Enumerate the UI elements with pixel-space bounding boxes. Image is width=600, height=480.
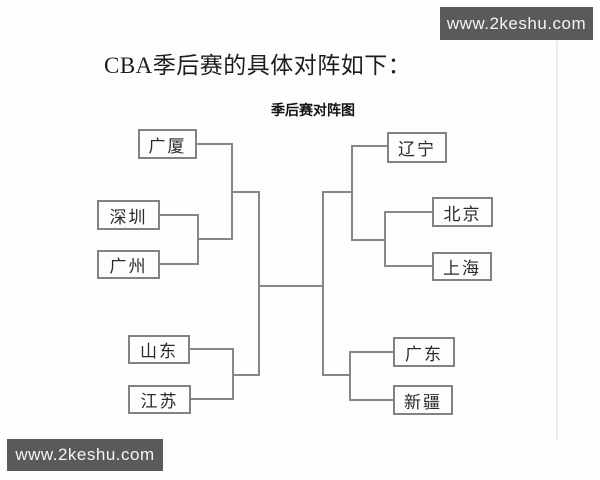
connector-right-pair1-mid [351, 239, 386, 241]
connector-left-pair2-mid [232, 374, 260, 376]
connector-right-pair2-mid [322, 374, 351, 376]
team-box-guangzhou: 广州 [97, 250, 160, 279]
page-edge-line [556, 41, 558, 440]
team-box-guangsha: 广厦 [138, 129, 197, 159]
connector-left-pair1-mid [197, 238, 233, 240]
team-box-jiangsu: 江苏 [128, 385, 191, 414]
connector-shanghai-in [384, 265, 432, 267]
team-box-shenzhen: 深圳 [97, 200, 160, 230]
connector-liaoning-in [351, 145, 387, 147]
connector-xinjiang-in [349, 399, 393, 401]
connector-guangdong-in [349, 351, 393, 353]
connector-right-qf-mid [322, 191, 353, 193]
connector-right-sf-vertical [322, 191, 324, 376]
connector-final [258, 285, 324, 287]
team-box-guangdong: 广东 [393, 337, 455, 367]
connector-guangdong-xinjiang-vertical [349, 351, 351, 401]
team-box-shandong: 山东 [128, 335, 190, 364]
connector-right-qf-vertical [351, 145, 353, 241]
connector-shandong-out [190, 348, 234, 350]
watermark-bottom-left: www.2keshu.com [7, 439, 163, 471]
connector-shenzhen-out [160, 214, 199, 216]
team-box-xinjiang: 新疆 [393, 385, 453, 415]
connector-guangzhou-out [160, 263, 199, 265]
connector-guangsha-out [197, 143, 233, 145]
connector-beijing-shanghai-vertical [384, 211, 386, 267]
connector-left-qf-mid [231, 191, 260, 193]
connector-beijing-in [384, 211, 432, 213]
team-box-beijing: 北京 [432, 197, 493, 227]
bracket-title: 季后赛对阵图 [271, 102, 355, 118]
watermark-top-right: www.2keshu.com [440, 7, 593, 40]
page-title: CBA季后赛的具体对阵如下： [104, 53, 412, 78]
team-box-liaoning: 辽宁 [387, 132, 447, 163]
connector-left-sf-vertical [258, 191, 260, 376]
connector-jiangsu-out [191, 398, 234, 400]
team-box-shanghai: 上海 [432, 252, 492, 281]
